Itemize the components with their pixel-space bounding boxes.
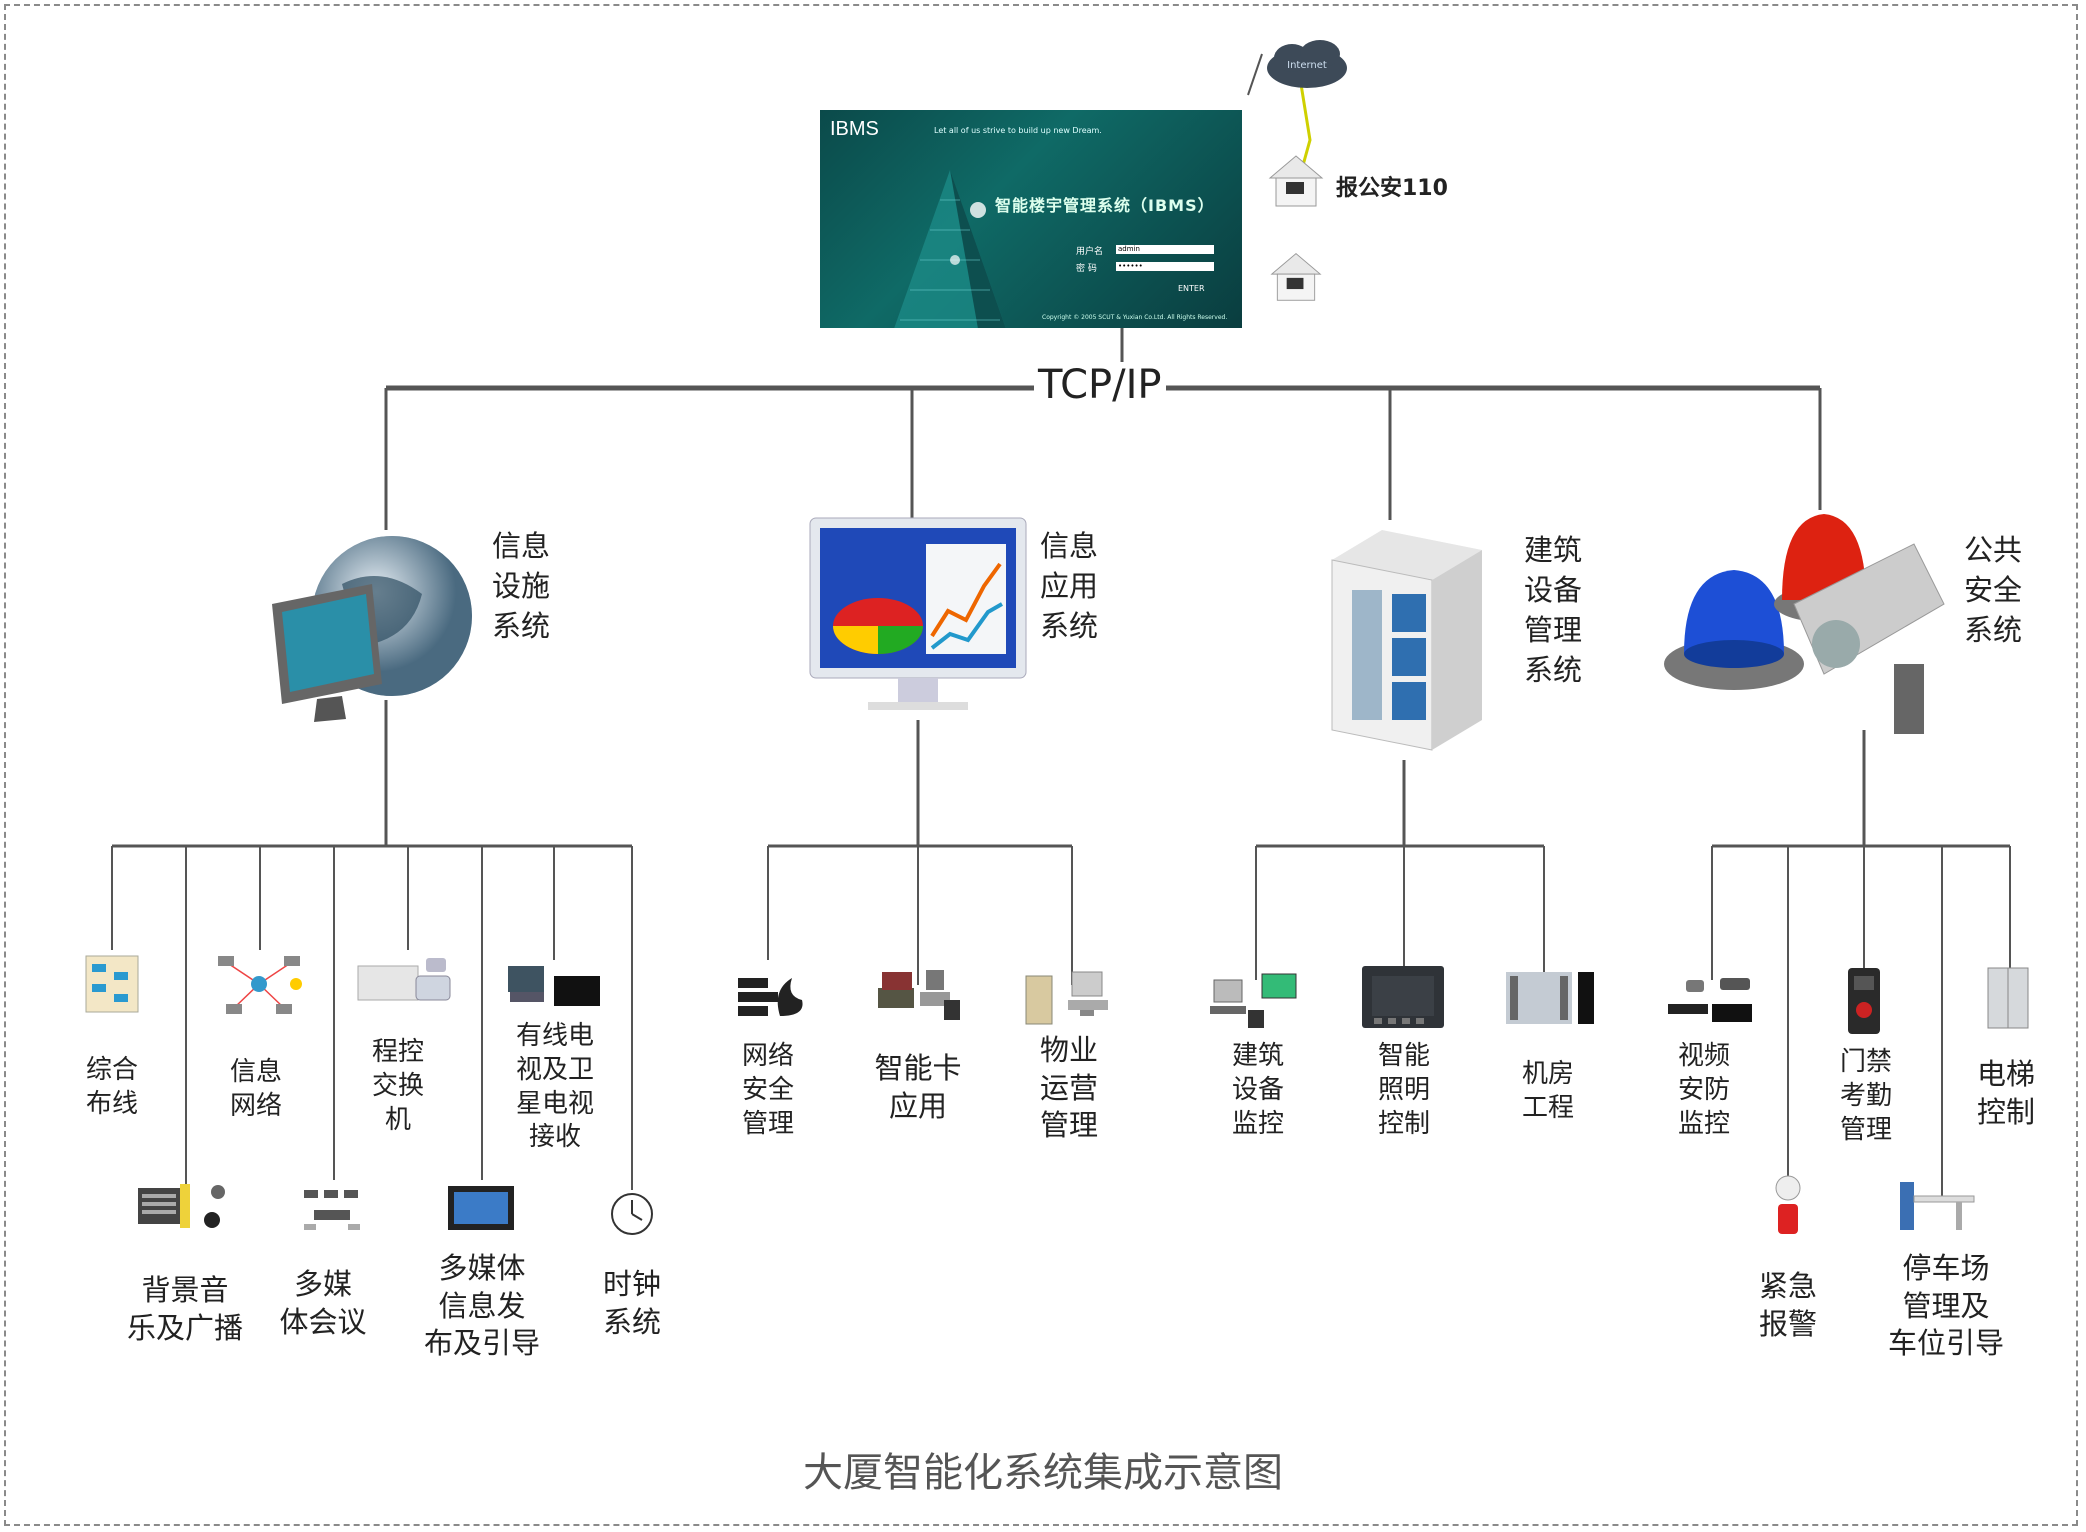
tv-receiver-icon [508, 966, 600, 1006]
subsystem-label-info-network: 信息 网络 [229, 1057, 282, 1121]
internet-label: Internet [1287, 60, 1327, 71]
firewall-icon [738, 978, 803, 1016]
password-label: 密 码 [1076, 264, 1097, 274]
subsystem-label-equipment-monitoring: 建筑 设备 监控 [1231, 1041, 1284, 1139]
subsystem-label-tv-receiver: 有线电 视及卫 星电视 接收 [515, 1021, 594, 1153]
display-screen-icon [448, 1186, 514, 1230]
access-control-icon [1848, 968, 1880, 1034]
subsystem-label-clock: 时钟 系统 [602, 1267, 661, 1339]
subsystem-label-elevator-control: 电梯 控制 [1976, 1057, 2035, 1129]
ibms-login-window: IBMS Let all of us strive to build up ne… [820, 110, 1242, 328]
equipment-monitor-icon [1210, 973, 1297, 1028]
building-icon [1331, 530, 1482, 751]
server-room-icon [1506, 972, 1594, 1024]
lighting-controller-icon [1362, 966, 1444, 1028]
diagram-caption: 大厦智能化系统集成示意图 [803, 1450, 1283, 1496]
subsystem-label-network-security: 网络 安全 管理 [741, 1041, 794, 1139]
pbx-icon [357, 958, 451, 1001]
subsystem-label-conference: 多媒 体会议 [279, 1267, 367, 1339]
elevator-icon [1987, 967, 2029, 1029]
monitor-house-icon [1270, 252, 1322, 301]
system-label-info-application: 信息 应用 系统 [1040, 529, 1099, 644]
subsystem-label-info-display: 多媒体 信息发 布及引导 [423, 1251, 540, 1361]
security-camera-siren-icon [1664, 514, 1945, 734]
parking-barrier-icon [1900, 1182, 1975, 1230]
subsystem-label-broadcast: 背景音 乐及广播 [126, 1273, 243, 1345]
system-label-building-equipment: 建筑 设备 管理 系统 [1524, 533, 1583, 688]
subsystem-label-smart-card: 智能卡 应用 [874, 1051, 962, 1123]
subsystem-label-pbx: 程控 交换 机 [371, 1037, 424, 1135]
ibms-brand: IBMS [830, 118, 879, 140]
username-label: 用户名 [1076, 247, 1104, 257]
police-house-icon [1268, 155, 1324, 207]
internet-cloud-icon: Internet [1267, 40, 1347, 88]
system-label-info-facility: 信息 设施 系统 [492, 529, 551, 644]
subsystem-label-video-surveillance: 视频 安防 监控 [1677, 1041, 1730, 1139]
subsystem-label-cabling: 综合 布线 [85, 1055, 138, 1119]
alarm-button-icon [1775, 1175, 1801, 1234]
subsystem-label-emergency-alarm: 紧急 报警 [1758, 1269, 1817, 1341]
password-input[interactable]: •••••• [1116, 262, 1214, 271]
subsystem-label-lighting-control: 智能 照明 控制 [1377, 1041, 1430, 1139]
globe-monitor-icon [272, 536, 472, 722]
ibms-slogan: Let all of us strive to build up new Dre… [934, 126, 1102, 135]
username-input[interactable]: admin [1116, 245, 1214, 254]
cabling-icon [85, 955, 139, 1013]
enter-button[interactable]: ENTER [1178, 284, 1205, 293]
cctv-icon [1668, 978, 1752, 1022]
system-label-public-safety: 公共 安全 系统 [1964, 533, 2023, 648]
server-pc-icon [1025, 971, 1108, 1025]
chart-monitor-icon [809, 517, 1027, 710]
smart-card-icon [878, 970, 960, 1020]
subsystem-label-property-management: 物业 运营 管理 [1039, 1033, 1098, 1143]
subsystem-label-access-control: 门禁 考勤 管理 [1839, 1047, 1892, 1145]
conference-icon [304, 1190, 360, 1230]
police-alarm-label: 报公安110 [1336, 176, 1448, 201]
clock-icon [611, 1193, 653, 1235]
ibms-title: 智能楼宇管理系统（IBMS） [995, 196, 1215, 215]
building-photo-icon [894, 170, 1006, 328]
subsystem-label-parking: 停车场 管理及 车位引导 [1887, 1251, 2004, 1361]
tcp-ip-label: TCP/IP [1034, 362, 1166, 408]
network-icon [218, 956, 302, 1014]
ibms-copyright: Copyright © 2005 SCUT & Yuxian Co.Ltd. A… [1042, 314, 1228, 321]
subsystem-label-server-room: 机房 工程 [1521, 1059, 1574, 1123]
diagram-frame [4, 4, 2078, 1526]
broadcast-icon [138, 1184, 225, 1228]
